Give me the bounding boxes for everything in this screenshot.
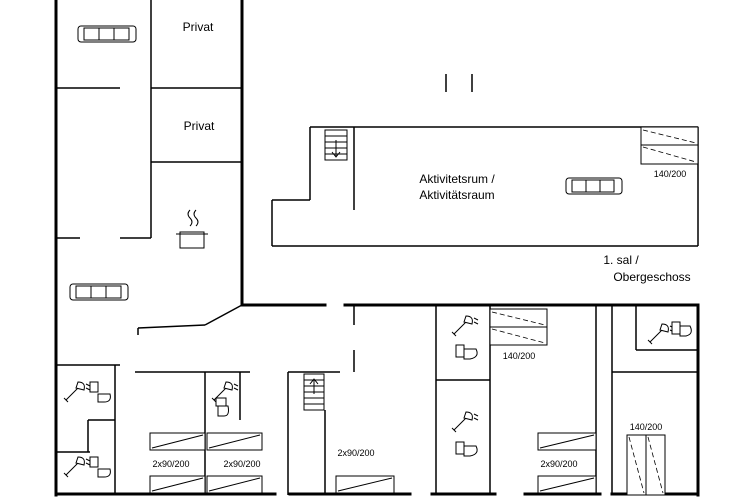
room-label-activity: Aktivitetsrum / — [419, 172, 495, 186]
sofa-icon — [77, 25, 137, 43]
toilet-icon — [455, 344, 478, 360]
shower-icon — [451, 315, 479, 337]
bed-size-label: 140/200 — [630, 422, 663, 432]
stairs-icon — [324, 129, 348, 161]
bed-size-label: 140/200 — [654, 169, 687, 179]
bunk-bed — [206, 432, 263, 494]
bunk-size-label: 2x90/200 — [337, 448, 374, 458]
bunk-bed — [335, 475, 395, 494]
toilet-icon — [89, 456, 111, 478]
shower-icon — [63, 456, 91, 478]
toilet-icon — [455, 441, 478, 457]
shower-icon — [211, 381, 239, 403]
sofa-icon — [565, 177, 623, 195]
floor-label: 1. sal / — [603, 253, 639, 267]
shower-icon — [647, 323, 675, 345]
walls — [54, 0, 700, 497]
bunk-size-label: 2x90/200 — [152, 459, 189, 469]
bed-size-label: 140/200 — [503, 351, 536, 361]
bed — [489, 308, 548, 346]
toilet-icon — [215, 397, 229, 417]
bed — [640, 126, 699, 165]
shower-icon — [451, 411, 479, 433]
sofa-icon — [69, 283, 129, 301]
shower-icon — [63, 381, 91, 403]
bunk-bed — [537, 432, 597, 494]
floor-label: Obergeschoss — [613, 270, 690, 284]
room-label-activity: Aktivitätsraum — [419, 188, 494, 202]
cooking-pot-icon — [176, 209, 208, 249]
toilet-icon — [671, 321, 692, 337]
room-label-privat: Privat — [183, 20, 214, 34]
toilet-icon — [89, 381, 111, 403]
bunk-bed — [149, 432, 206, 494]
room-label-privat: Privat — [184, 119, 215, 133]
bunk-size-label: 2x90/200 — [223, 459, 260, 469]
bunk-size-label: 2x90/200 — [540, 459, 577, 469]
stairs-icon — [303, 373, 325, 411]
bed — [626, 434, 666, 496]
